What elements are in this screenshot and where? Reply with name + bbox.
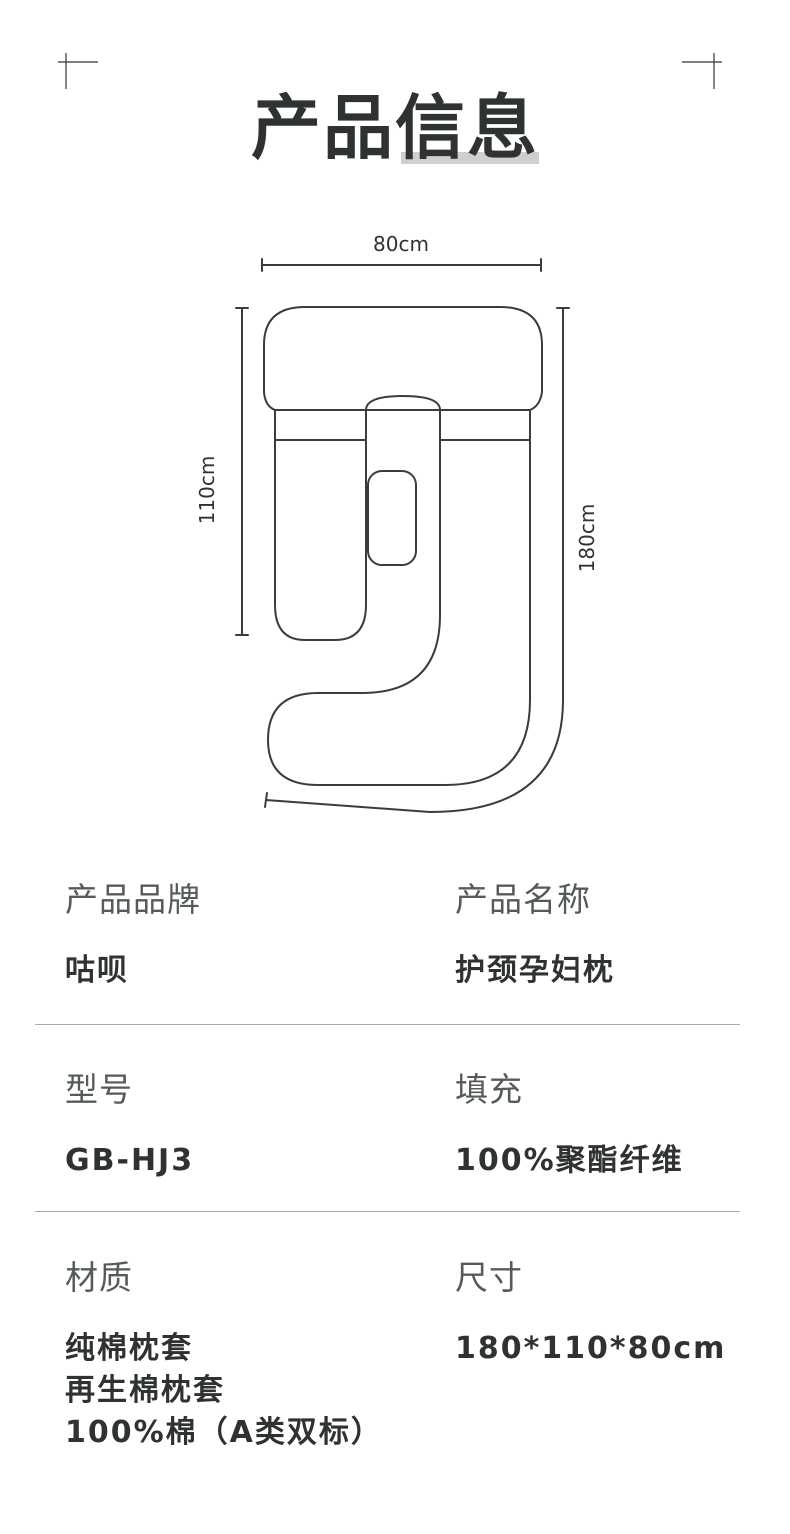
brand-label: 产品品牌 — [65, 880, 201, 919]
product-name-label: 产品名称 — [455, 880, 591, 919]
size-label: 尺寸 — [455, 1258, 523, 1297]
height-label: 110cm — [195, 456, 219, 525]
body-loop — [267, 439, 531, 786]
material-cell: 材质 纯棉枕套 再生棉枕套 100%棉（A类双标） — [65, 1258, 383, 1454]
product-name-value: 护颈孕妇枕 — [455, 953, 615, 988]
pillow-diagram: 80cm 110cm 180cm — [195, 232, 599, 813]
left-arm — [274, 439, 367, 641]
material-value: 100%棉（A类双标） — [65, 1415, 383, 1450]
divider — [35, 1211, 740, 1212]
model-label: 型号 — [65, 1070, 133, 1109]
material-value: 再生棉枕套 — [65, 1373, 225, 1408]
length-label: 180cm — [575, 504, 599, 573]
title-block: 产品信息 — [0, 86, 790, 170]
model-cell: 型号 GB-HJ3 — [65, 1070, 194, 1182]
size-cell: 尺寸 180*110*80cm — [455, 1258, 726, 1370]
filling-cell: 填充 100%聚酯纤维 — [455, 1070, 684, 1182]
width-label: 80cm — [373, 232, 429, 256]
page-title-text: 产品信息 — [251, 87, 539, 169]
pocket — [367, 470, 417, 566]
crop-marks — [58, 53, 722, 89]
product-name-cell: 产品名称 护颈孕妇枕 — [455, 880, 615, 992]
brand-value: 咕呗 — [65, 953, 129, 988]
head-pillow — [263, 306, 543, 411]
page-title: 产品信息 — [251, 86, 539, 170]
model-value: GB-HJ3 — [65, 1143, 195, 1178]
filling-label: 填充 — [455, 1070, 523, 1109]
brand-cell: 产品品牌 咕呗 — [65, 880, 201, 992]
material-label: 材质 — [65, 1258, 133, 1297]
center-spine — [317, 395, 441, 694]
material-value: 纯棉枕套 — [65, 1331, 193, 1366]
length-dimension-line — [265, 307, 564, 813]
material-values: 纯棉枕套 再生棉枕套 100%棉（A类双标） — [65, 1328, 383, 1454]
divider — [35, 1024, 740, 1025]
filling-value: 100%聚酯纤维 — [455, 1143, 684, 1178]
size-value: 180*110*80cm — [455, 1331, 727, 1366]
